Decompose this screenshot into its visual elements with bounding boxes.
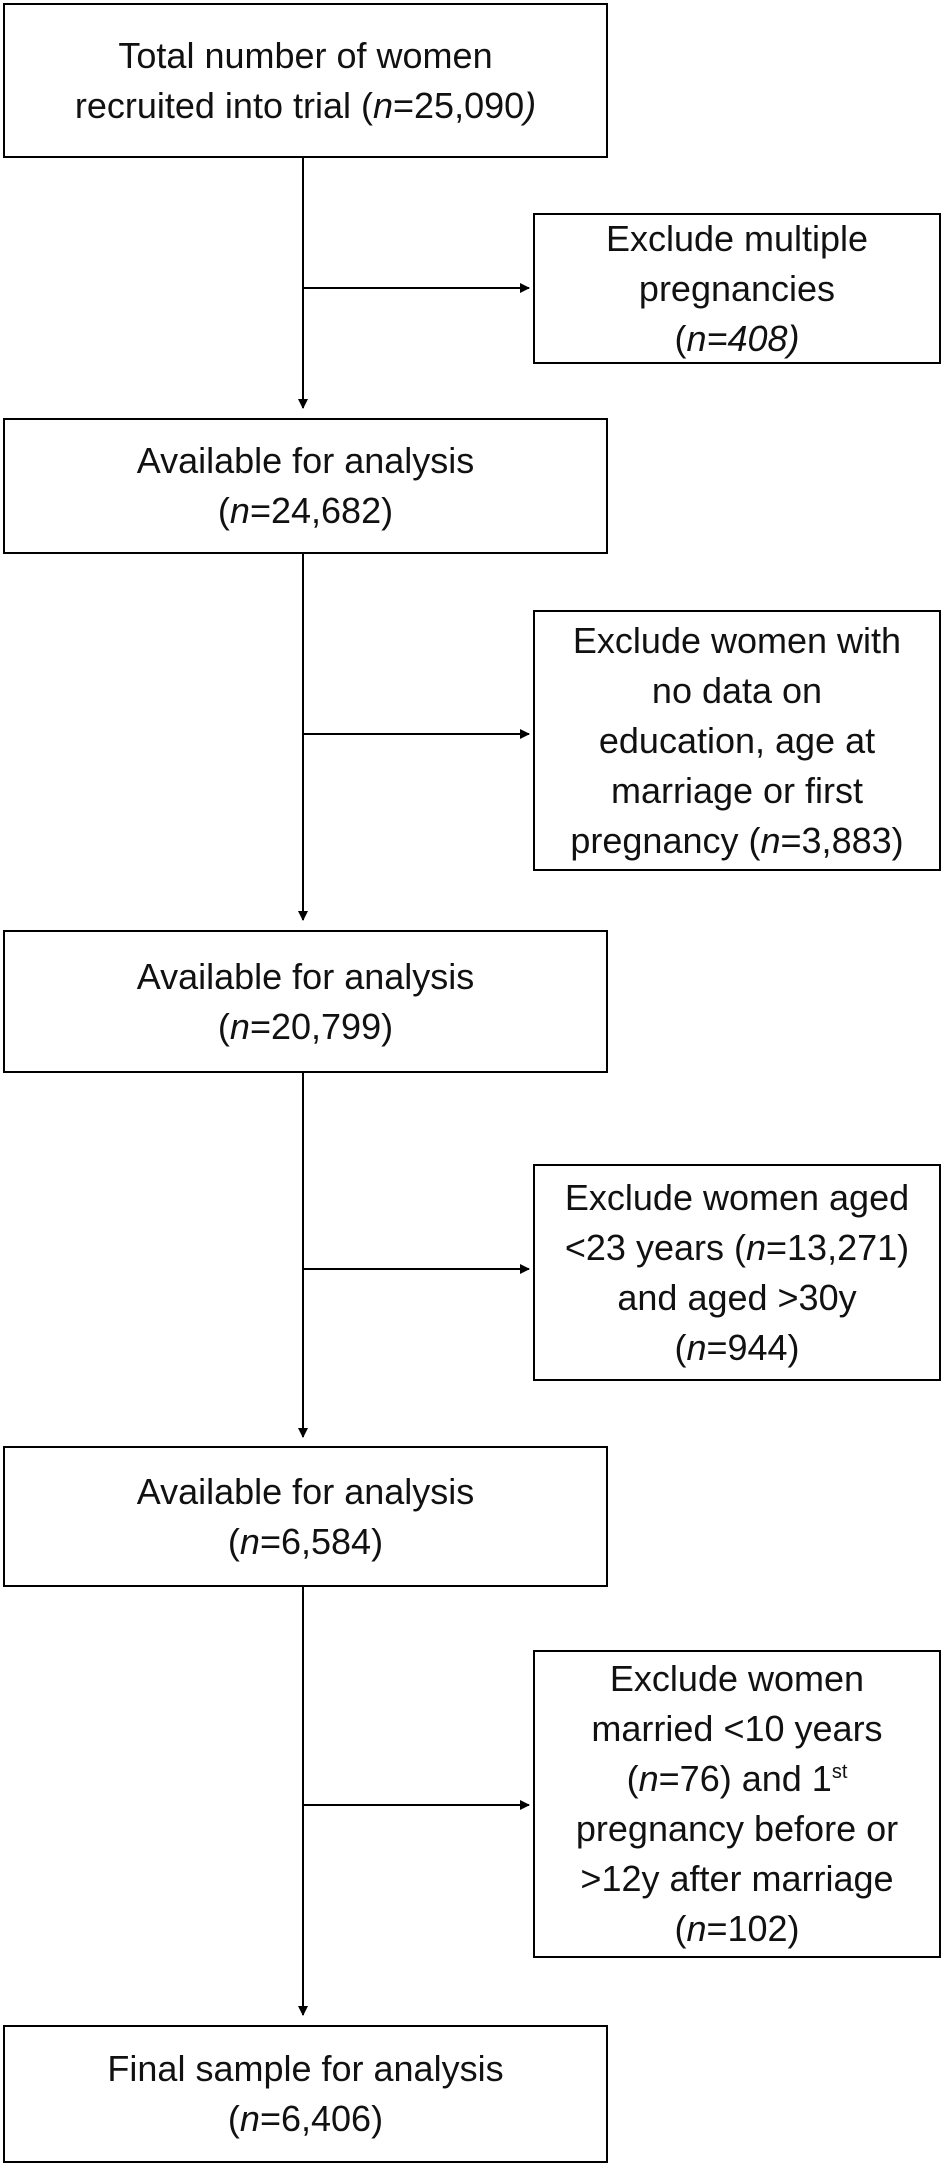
available-3-open: ( — [227, 1520, 240, 1562]
recruited-count: =25,090 — [393, 84, 525, 126]
available-3-n-symbol: n — [239, 1520, 260, 1562]
exclude-multiple-line-2: pregnancies — [638, 267, 836, 309]
available-1-line-1: Available for analysis — [136, 440, 475, 481]
exclude-nodata-line-2: no data on — [651, 669, 823, 711]
available-2-n-symbol: n — [229, 1005, 250, 1047]
final-count: =6,406) — [259, 2098, 384, 2139]
final-line-1: Final sample for analysis — [107, 2048, 504, 2089]
available-1-count: =24,682) — [249, 490, 394, 531]
exclude-age-line-2: <23 years (n=13,271) — [565, 1223, 909, 1273]
exclude-age-count-1: =13,271) — [766, 1226, 910, 1268]
exclude-marriage-count-2: =102) — [706, 1908, 800, 1949]
exclude-marriage-count-1: =76) and 1 — [658, 1758, 832, 1799]
exclude-age-n-symbol-2: n — [686, 1326, 707, 1368]
exclude-age-open: ( — [674, 1326, 687, 1368]
exclude-nodata-line-3: education, age at — [598, 719, 876, 761]
recruited-text: recruited into trial ( — [74, 84, 373, 126]
exclude-multiple-open: ( — [674, 317, 687, 359]
available-1-n-symbol: n — [229, 490, 250, 531]
final-line-2: (n=6,406) — [228, 2094, 383, 2144]
available-3-count: =6,584) — [259, 1520, 384, 1562]
exclude-nodata-count: =3,883) — [780, 819, 904, 861]
exclude-age-count-2: =944) — [706, 1326, 800, 1368]
final-box: Final sample for analysis (n=6,406) — [3, 2025, 608, 2163]
exclude-marriage-box: Exclude women married <10 years (n=76) a… — [533, 1650, 941, 1958]
exclude-nodata-line-5: pregnancy (n=3,883) — [570, 816, 903, 866]
recruited-n-symbol: n — [372, 84, 393, 126]
recruited-box: Total number of women recruited into tri… — [3, 3, 608, 158]
exclude-multiple-count: n=408) — [686, 317, 800, 359]
exclude-marriage-line-2: married <10 years — [591, 1708, 883, 1749]
exclude-multiple-box: Exclude multiple pregnancies (n=408) — [533, 213, 941, 364]
exclude-multiple-line-3: (n=408) — [674, 314, 799, 364]
final-n-symbol: n — [239, 2098, 260, 2139]
available-2-line-2: (n=20,799) — [218, 1002, 393, 1052]
exclude-marriage-open-1: ( — [626, 1758, 639, 1799]
exclude-marriage-line-4: pregnancy before or — [575, 1808, 899, 1849]
available-2-count: =20,799) — [249, 1005, 394, 1047]
final-open: ( — [227, 2098, 240, 2139]
exclude-age-line-1: Exclude women aged — [564, 1176, 910, 1218]
exclude-age-line-3: and aged >30y — [617, 1276, 857, 1318]
available-1-line-2: (n=24,682) — [218, 486, 393, 536]
exclude-marriage-open-2: ( — [674, 1908, 687, 1949]
available-1-open: ( — [217, 490, 230, 531]
exclude-nodata-n-symbol: n — [760, 819, 781, 861]
available-1-box: Available for analysis (n=24,682) — [3, 418, 608, 554]
available-3-line-2: (n=6,584) — [228, 1517, 383, 1567]
recruited-line-2: recruited into trial (n=25,090) — [75, 81, 536, 131]
available-3-box: Available for analysis (n=6,584) — [3, 1446, 608, 1587]
exclude-nodata-text: pregnancy ( — [570, 819, 761, 861]
exclude-age-n-symbol-1: n — [745, 1226, 766, 1268]
exclude-multiple-line-1: Exclude multiple — [605, 217, 869, 259]
recruited-close: ) — [524, 84, 537, 126]
recruited-line-1: Total number of women — [118, 34, 493, 76]
exclude-marriage-n-symbol-2: n — [686, 1908, 707, 1949]
exclude-nodata-line-1: Exclude women with — [572, 619, 902, 661]
exclude-marriage-n-symbol-1: n — [638, 1758, 659, 1799]
exclude-marriage-ordinal: st — [831, 1761, 848, 1783]
exclude-marriage-line-6: (n=102) — [674, 1904, 799, 1954]
exclude-nodata-box: Exclude women with no data on education,… — [533, 610, 941, 871]
exclude-age-line-4: (n=944) — [674, 1323, 799, 1373]
exclude-marriage-line-1: Exclude women — [609, 1658, 865, 1699]
exclude-age-box: Exclude women aged <23 years (n=13,271) … — [533, 1164, 941, 1381]
available-2-open: ( — [217, 1005, 230, 1047]
available-2-box: Available for analysis (n=20,799) — [3, 930, 608, 1073]
available-2-line-1: Available for analysis — [136, 955, 475, 997]
exclude-marriage-line-5: >12y after marriage — [580, 1858, 894, 1899]
exclude-nodata-line-4: marriage or first — [610, 769, 864, 811]
exclude-marriage-line-3: (n=76) and 1st — [627, 1754, 848, 1804]
available-3-line-1: Available for analysis — [136, 1470, 475, 1512]
exclude-age-text: <23 years ( — [564, 1226, 746, 1268]
